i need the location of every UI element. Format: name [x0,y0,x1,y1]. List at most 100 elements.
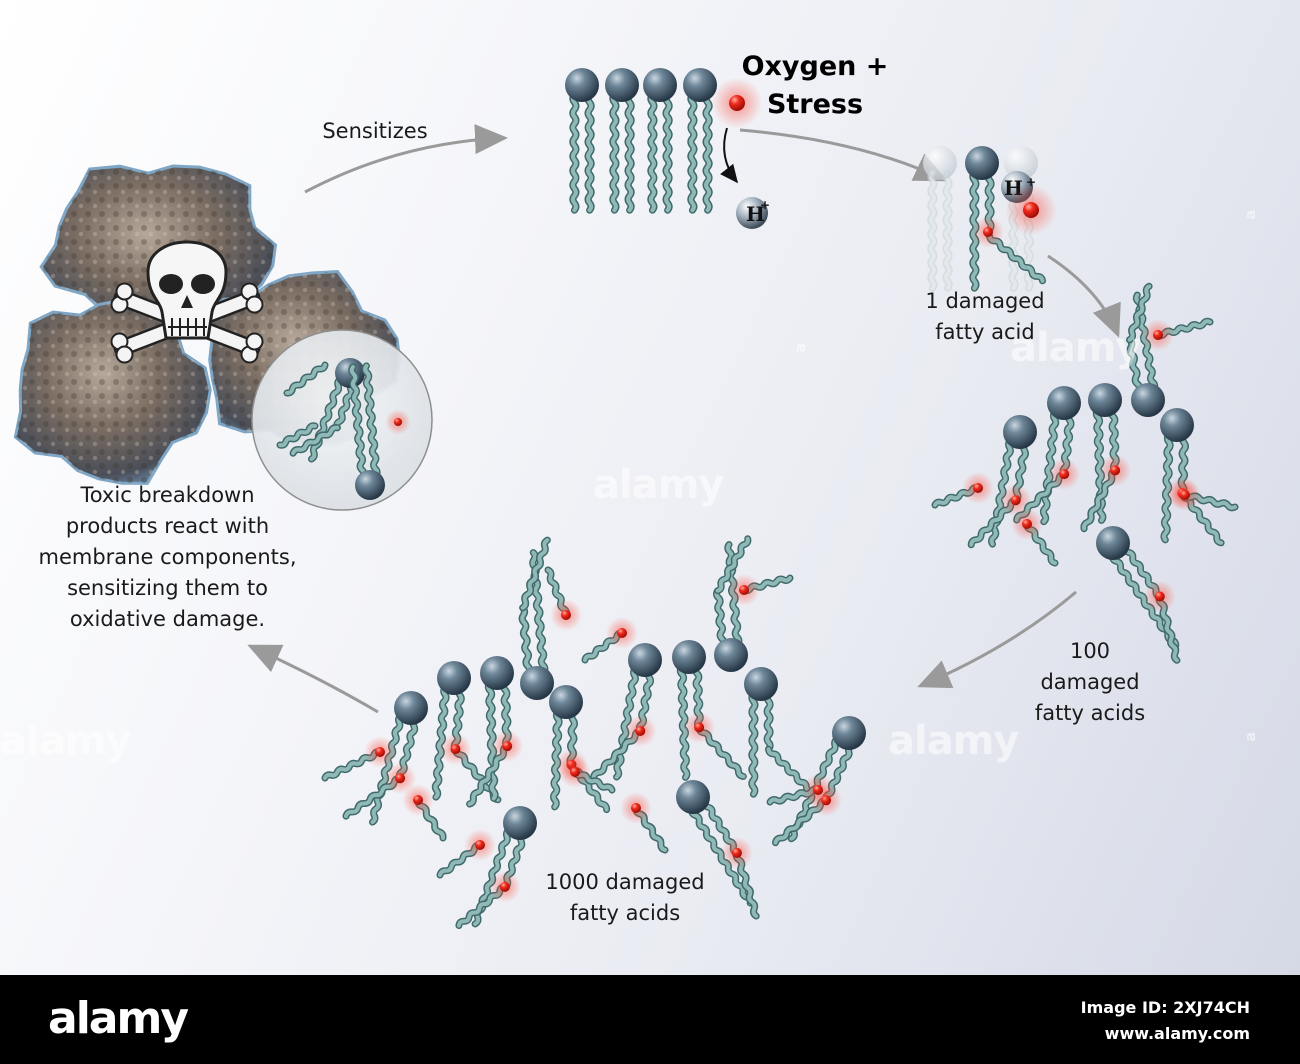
fatty-acid-tail [520,605,532,676]
watermark: alamy [1010,325,1141,371]
oxygen-radical [813,785,823,795]
lipid-fragment [728,574,794,606]
phospholipid [672,640,747,781]
oxygen-radical [729,95,745,111]
lipid-fragment [581,617,638,664]
lipid-fragment [436,829,496,879]
phospholipid-head [744,667,778,701]
oxygen-radical [450,744,461,755]
skull [146,240,228,340]
hydrogen-ion-charge: + [1026,175,1036,189]
fatty-acid-tail [614,666,638,779]
oxygen-radical [413,795,423,805]
phospholipid-head [676,780,710,814]
phospholipid-head [832,716,866,750]
phospholipid-head [672,640,706,674]
fatty-acid-tail [704,93,712,213]
phospholipid [518,536,554,700]
fatty-acid-tail [349,365,366,479]
crossbone-knob [245,332,264,351]
fatty-acid-tail [714,588,726,648]
oxygen-radical [983,227,993,237]
phospholipid-head [1160,408,1194,442]
phospholipid-head [437,661,471,695]
phospholipid-head [628,643,662,677]
fatty-acid-tail [570,93,578,213]
magnified-inset [251,329,433,511]
fatty-acid-tail [689,807,753,905]
skull-nose [181,295,193,308]
phospholipid [676,780,760,920]
oxygen-radical [694,722,705,733]
phospholipid [348,362,385,500]
oxygen-radical [631,803,641,813]
oxygen-radical [973,483,983,493]
oxygen-radical [502,741,513,752]
fatty-acid-tail [291,425,340,456]
cycle-arrow [1047,254,1121,338]
fatty-acid-tail [1041,410,1058,524]
phospholipid-head [714,638,748,672]
oxygen-radical [1180,490,1190,500]
phospholipid [549,685,611,814]
phospholipid-head [1131,383,1165,417]
hydrogen-ion-charge: + [760,198,770,212]
cell-texture [15,300,211,484]
footer-bar: alamy Image ID: 2XJ74CH www.alamy.com [0,975,1300,1064]
lipid-fragment [559,756,616,794]
fatty-acid-tail [486,681,498,801]
cycle-arrows [247,124,1121,714]
image-id-text: Image ID: 2XJ74CH [1080,998,1250,1017]
phospholipid-head [1004,146,1038,180]
hundred-damaged-label: 100 damaged fatty acids [1034,639,1146,725]
lipid-fragment [276,422,319,449]
fatty-acid-tail [309,377,343,461]
hydrogen-abstraction-arrow [720,127,739,184]
oxygen-radical [395,773,406,784]
oxygen-radical [375,747,385,757]
sensitizes-label: Sensitizes [322,119,428,143]
crossbone-knob [115,282,134,301]
phospholipid-head [394,691,428,725]
phospholipid-head [503,806,537,840]
fatty-acid-tail [678,665,689,780]
watermark: alamy [888,718,1019,764]
phospholipid-head [355,470,385,500]
skull-and-crossbones-icon [110,240,264,364]
oxygen-radical [1022,519,1032,529]
skull-eye [191,274,215,294]
phospholipid-head [1088,383,1122,417]
fatty-acid-tail [433,685,449,800]
phospholipid-head [520,666,554,700]
lipid-fragment [1169,479,1239,512]
fatty-acid-tail [610,93,618,213]
phospholipid-head [1003,415,1037,449]
oxygen-radical [475,840,485,850]
phospholipid [455,806,537,929]
diagram-artwork: H+H+ [13,68,1239,929]
hydrogen-ion-label: H [746,202,765,226]
phospholipid [342,691,428,826]
oxygen-radical [1110,465,1121,476]
oxygen-stress-label: Oxygen + Stress [741,51,889,120]
oxygen-radical [1153,330,1163,340]
phospholipid-head [480,656,514,690]
image-id-block: Image ID: 2XJ74CH www.alamy.com [1081,995,1250,1047]
watermark: alamy [0,718,131,764]
watermark: alamy [593,462,724,508]
fatty-acid-tail [715,536,750,593]
fatty-acid-tail [765,692,773,752]
phospholipid-head [565,68,599,102]
lipid-fragment [544,566,582,631]
toxic-products-label: Toxic breakdown products react with memb… [38,483,297,631]
fatty-acid-tail [278,423,317,448]
phospholipid [744,667,815,798]
skull-eye [159,274,183,294]
fatty-acid-tail [334,381,356,430]
oxygen-radical [731,847,742,858]
phospholipid [643,68,677,214]
phospholipid-head [1096,526,1130,560]
lipid-fragment [283,361,329,397]
lipid-fragment [1142,317,1214,351]
thousand-damaged-label: 1000 damaged fatty acids [545,870,705,925]
